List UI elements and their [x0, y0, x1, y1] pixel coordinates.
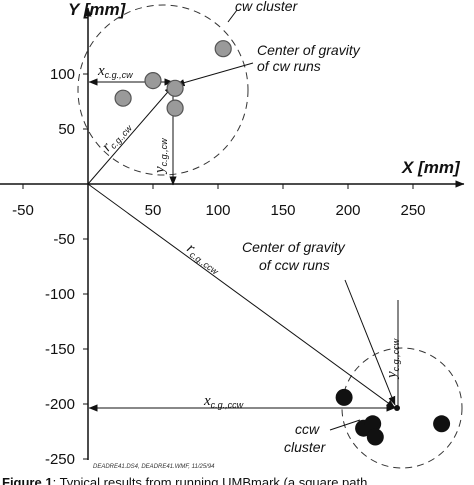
ccw-cluster-envelope	[341, 347, 463, 469]
tick-marks	[22, 73, 414, 460]
caption-text: : Typical results from running UMBmark (…	[52, 475, 368, 485]
y-tick-label: -50	[53, 231, 75, 248]
cw-cluster-label: cw cluster	[235, 0, 299, 14]
y-cg-cw-label: yc.g.,cw	[152, 138, 169, 175]
x-cg-cw-label: xc.g.,cw	[97, 63, 133, 80]
cog-cw-label-line1: Center of gravity	[257, 42, 361, 58]
y-tick-label: -100	[45, 286, 75, 303]
tick-labels: -50 50 100 150 200 250 100 50 -50 -100 -150 -200 -25…	[12, 66, 425, 468]
caption-strip: Figure 1: Typical results from running U…	[0, 473, 474, 485]
r-cg-ccw-label: rc.g.,ccw	[183, 240, 224, 277]
y-cg-ccw-label: yc.g.,ccw	[384, 338, 401, 380]
x-tick-label: 150	[270, 202, 295, 219]
cw-data-point	[214, 40, 232, 58]
file-note: DEADRE41.DS4, DEADRE41.WMF, 11/25/94	[93, 464, 215, 470]
y-tick-label: 50	[58, 121, 75, 138]
data-points	[114, 40, 451, 446]
x-tick-label: -50	[12, 202, 34, 219]
cog-ccw-marker	[394, 405, 400, 411]
r-cg-cw-vector	[87, 85, 174, 185]
x-axis-title: X [mm]	[401, 158, 461, 177]
ccw-cluster-leader	[329, 419, 361, 431]
cog-ccw-label-line2: of ccw runs	[259, 257, 330, 273]
cog-cw-leader	[175, 62, 254, 87]
cw-data-point	[166, 99, 184, 117]
x-cg-ccw-label: xc.g.,ccw	[203, 393, 244, 410]
ccw-cluster-label-line2: cluster	[284, 439, 327, 455]
cog-cw-label-line2: of cw runs	[257, 58, 321, 74]
ccw-data-point	[366, 428, 384, 446]
x-tick-label: 250	[400, 202, 425, 219]
ccw-data-point	[335, 388, 353, 406]
r-cg-ccw-vector	[87, 183, 396, 409]
ccw-data-point	[364, 415, 382, 433]
x-tick-label: 100	[205, 202, 230, 219]
cw-cluster-leader	[227, 9, 238, 23]
cw-data-point	[166, 79, 184, 97]
x-tick-label: 200	[335, 202, 360, 219]
cw-data-point	[144, 71, 162, 90]
y-tick-label: 100	[50, 66, 75, 83]
ccw-data-point	[433, 415, 451, 433]
caption-label: Figure 1	[2, 475, 53, 485]
cw-cluster-envelope	[77, 4, 249, 176]
y-tick-label: -200	[45, 396, 75, 413]
y-tick-label: -150	[45, 341, 75, 358]
y-tick-label: -250	[45, 451, 75, 468]
cog-ccw-label-line1: Center of gravity	[242, 239, 346, 255]
cog-ccw-leader	[344, 279, 396, 406]
ccw-cluster-label-line1: ccw	[295, 421, 320, 437]
cw-data-point	[114, 89, 132, 107]
x-tick-label: 50	[145, 202, 162, 219]
figure-caption: Figure 1: Typical results from running U…	[2, 475, 367, 485]
y-axis-title: Y [mm]	[68, 0, 127, 19]
